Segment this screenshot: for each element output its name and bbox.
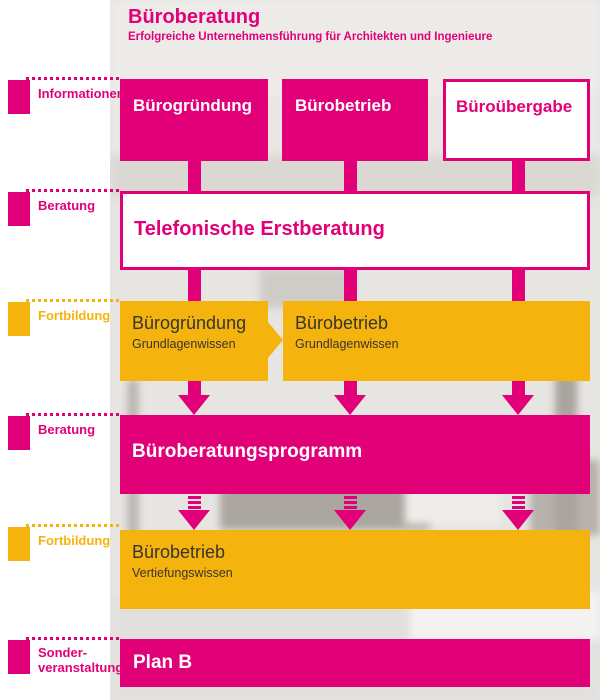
box-fortbildung-vertiefung-subtitle: Vertiefungswissen [132,566,233,580]
sidebar-label-sonderveranstaltung: Sonder- veranstaltung [38,645,123,675]
box-telefonische-erstberatung-label: Telefonische Erstberatung [134,218,385,240]
dashed-connector-segment [344,496,357,499]
sidebar-label-sonderveranstaltung-line1: Sonder- [38,645,88,660]
dashed-connector-segment [344,501,357,504]
dashed-connector-segment [512,496,525,499]
connector-line [188,379,201,396]
dashed-connector-segment [512,501,525,504]
arrow-down-icon [178,395,210,415]
dotted-divider-sonderveranstaltung [26,637,119,640]
section-marker-fortbildung-1 [8,302,30,336]
connector-line [188,268,201,303]
box-plan-b: Plan B [120,639,590,687]
box-fortbildung-buerobetrieb: Bürobetrieb Grundlagenwissen [283,301,590,381]
sidebar-label-fortbildung-2: Fortbildung [38,533,111,548]
connector-line [188,158,201,193]
connector-line [512,158,525,193]
arrow-down-icon [502,510,534,530]
sidebar-label-sonderveranstaltung-line2: veranstaltung [38,660,124,675]
box-buerogruendung-label: Bürogründung [133,96,252,115]
section-marker-sonderveranstaltung [8,640,30,674]
box-buerouebergabe: Büroübergabe [443,79,590,161]
page-subtitle: Erfolgreiche Unternehmensführung für Arc… [128,31,493,43]
dotted-divider-fortbildung-2 [26,524,119,527]
sidebar-label-informationen: Informationen [38,86,125,101]
sidebar-label-beratung-1: Beratung [38,198,96,213]
arrow-down-icon [502,395,534,415]
box-fortbildung-vertiefung-title: Bürobetrieb [132,542,226,562]
box-fortbildung-buerogruendung: Bürogründung Grundlagenwissen [120,301,268,381]
dotted-divider-informationen [26,77,119,80]
box-telefonische-erstberatung: Telefonische Erstberatung [120,191,590,270]
dotted-divider-beratung-2 [26,413,119,416]
box-buerogruendung: Bürogründung [120,79,268,161]
connector-line [512,379,525,396]
dashed-connector-segment [188,496,201,499]
box-fortbildung-buerobetrieb-title: Bürobetrieb [295,313,389,333]
box-bueroberatungsprogramm: Büroberatungsprogramm [120,415,590,494]
chevron-right-icon [268,322,283,358]
page-title: Büroberatung [128,6,261,28]
box-plan-b-label: Plan B [133,652,193,673]
dashed-connector-segment [512,506,525,509]
box-fortbildung-buerobetrieb-subtitle: Grundlagenwissen [295,337,399,351]
dashed-connector-segment [188,506,201,509]
connector-line [344,268,357,303]
arrow-down-icon [178,510,210,530]
box-buerouebergabe-label: Büroübergabe [456,97,573,116]
box-fortbildung-buerogruendung-title: Bürogründung [132,313,247,333]
box-buerobetrieb-label: Bürobetrieb [295,96,392,115]
arrow-down-icon [334,395,366,415]
connector-line [344,379,357,396]
dashed-connector-segment [188,501,201,504]
section-marker-informationen [8,80,30,114]
connector-line [512,268,525,303]
arrow-down-icon [334,510,366,530]
sidebar-label-beratung-2: Beratung [38,422,96,437]
section-marker-fortbildung-2 [8,527,30,561]
section-marker-beratung-1 [8,192,30,226]
box-bueroberatungsprogramm-label: Büroberatungsprogramm [132,441,363,462]
dotted-divider-beratung-1 [26,189,119,192]
connector-line [344,158,357,193]
box-fortbildung-buerogruendung-subtitle: Grundlagenwissen [132,337,236,351]
dotted-divider-fortbildung-1 [26,299,119,302]
box-fortbildung-vertiefung: Bürobetrieb Vertiefungswissen [120,530,590,609]
section-marker-beratung-2 [8,416,30,450]
header: Büroberatung Erfolgreiche Unternehmensfü… [128,6,492,44]
dashed-connector-segment [344,506,357,509]
box-buerobetrieb: Bürobetrieb [282,79,428,161]
sidebar-label-fortbildung-1: Fortbildung [38,308,111,323]
